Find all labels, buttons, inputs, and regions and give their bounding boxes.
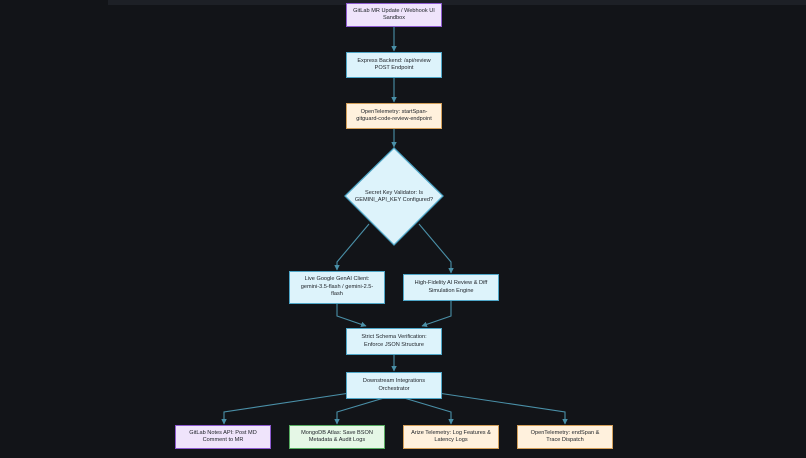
node-express-backend[interactable]: Express Backend: /api/review POST Endpoi… <box>346 52 442 78</box>
node-integrations-orchestrator-label: Downstream Integrations Orchestrator <box>362 378 426 392</box>
node-live-genai-client-label: Live Google GenAI Client: gemini-3.5-fla… <box>300 276 374 298</box>
edge-orchestrator-to-arize <box>403 397 454 425</box>
node-gitlab-notes-api[interactable]: GitLab Notes API: Post MD Comment to MR <box>175 425 271 449</box>
node-mongodb-atlas[interactable]: MongoDB Atlas: Save BSON Metadata & Audi… <box>289 425 385 449</box>
node-live-genai-client[interactable]: Live Google GenAI Client: gemini-3.5-fla… <box>289 271 385 304</box>
node-simulation-engine-label: High-Fidelity AI Review & Diff Simulatio… <box>414 280 488 294</box>
edge-genai-to-schema <box>336 304 367 327</box>
node-arize-telemetry[interactable]: Arize Telemetry: Log Features & Latency … <box>403 425 499 449</box>
node-arize-telemetry-label: Arize Telemetry: Log Features & Latency … <box>411 429 491 443</box>
node-otel-start-span[interactable]: OpenTelemetry: startSpan- gitguard-code-… <box>346 103 442 129</box>
edge-validator-to-simulation <box>418 223 454 274</box>
node-otel-end-span[interactable]: OpenTelemetry: endSpan & Trace Dispatch <box>517 425 613 449</box>
edge-orchestrator-to-otel-end <box>437 392 568 425</box>
node-secret-key-validator-label: Secret Key Validator: Is GEMINI_API_KEY … <box>354 189 434 203</box>
node-simulation-engine[interactable]: High-Fidelity AI Review & Diff Simulatio… <box>403 274 499 301</box>
node-mongodb-atlas-label: MongoDB Atlas: Save BSON Metadata & Audi… <box>301 429 373 443</box>
edge-simulation-to-schema <box>421 301 452 327</box>
top-toolbar-strip <box>108 0 806 5</box>
edge-orchestrator-to-gitlab <box>221 392 351 425</box>
node-integrations-orchestrator[interactable]: Downstream Integrations Orchestrator <box>346 372 442 399</box>
node-express-backend-label: Express Backend: /api/review POST Endpoi… <box>357 57 431 71</box>
node-schema-verification[interactable]: Strict Schema Verification: Enforce JSON… <box>346 328 442 355</box>
node-secret-key-validator[interactable]: Secret Key Validator: Is GEMINI_API_KEY … <box>352 180 436 214</box>
edge-orchestrator-to-mongodb <box>334 397 385 425</box>
node-mr-update-label: GitLab MR Update / Webhook UI Sandbox <box>353 7 435 21</box>
node-gitlab-notes-api-label: GitLab Notes API: Post MD Comment to MR <box>189 429 257 443</box>
node-otel-start-span-label: OpenTelemetry: startSpan- gitguard-code-… <box>356 108 432 122</box>
edge-validator-to-genai <box>334 223 370 271</box>
validator-diamond <box>344 147 444 246</box>
node-otel-end-span-label: OpenTelemetry: endSpan & Trace Dispatch <box>530 429 600 443</box>
node-mr-update[interactable]: GitLab MR Update / Webhook UI Sandbox <box>346 3 442 27</box>
node-schema-verification-label: Strict Schema Verification: Enforce JSON… <box>361 334 427 348</box>
